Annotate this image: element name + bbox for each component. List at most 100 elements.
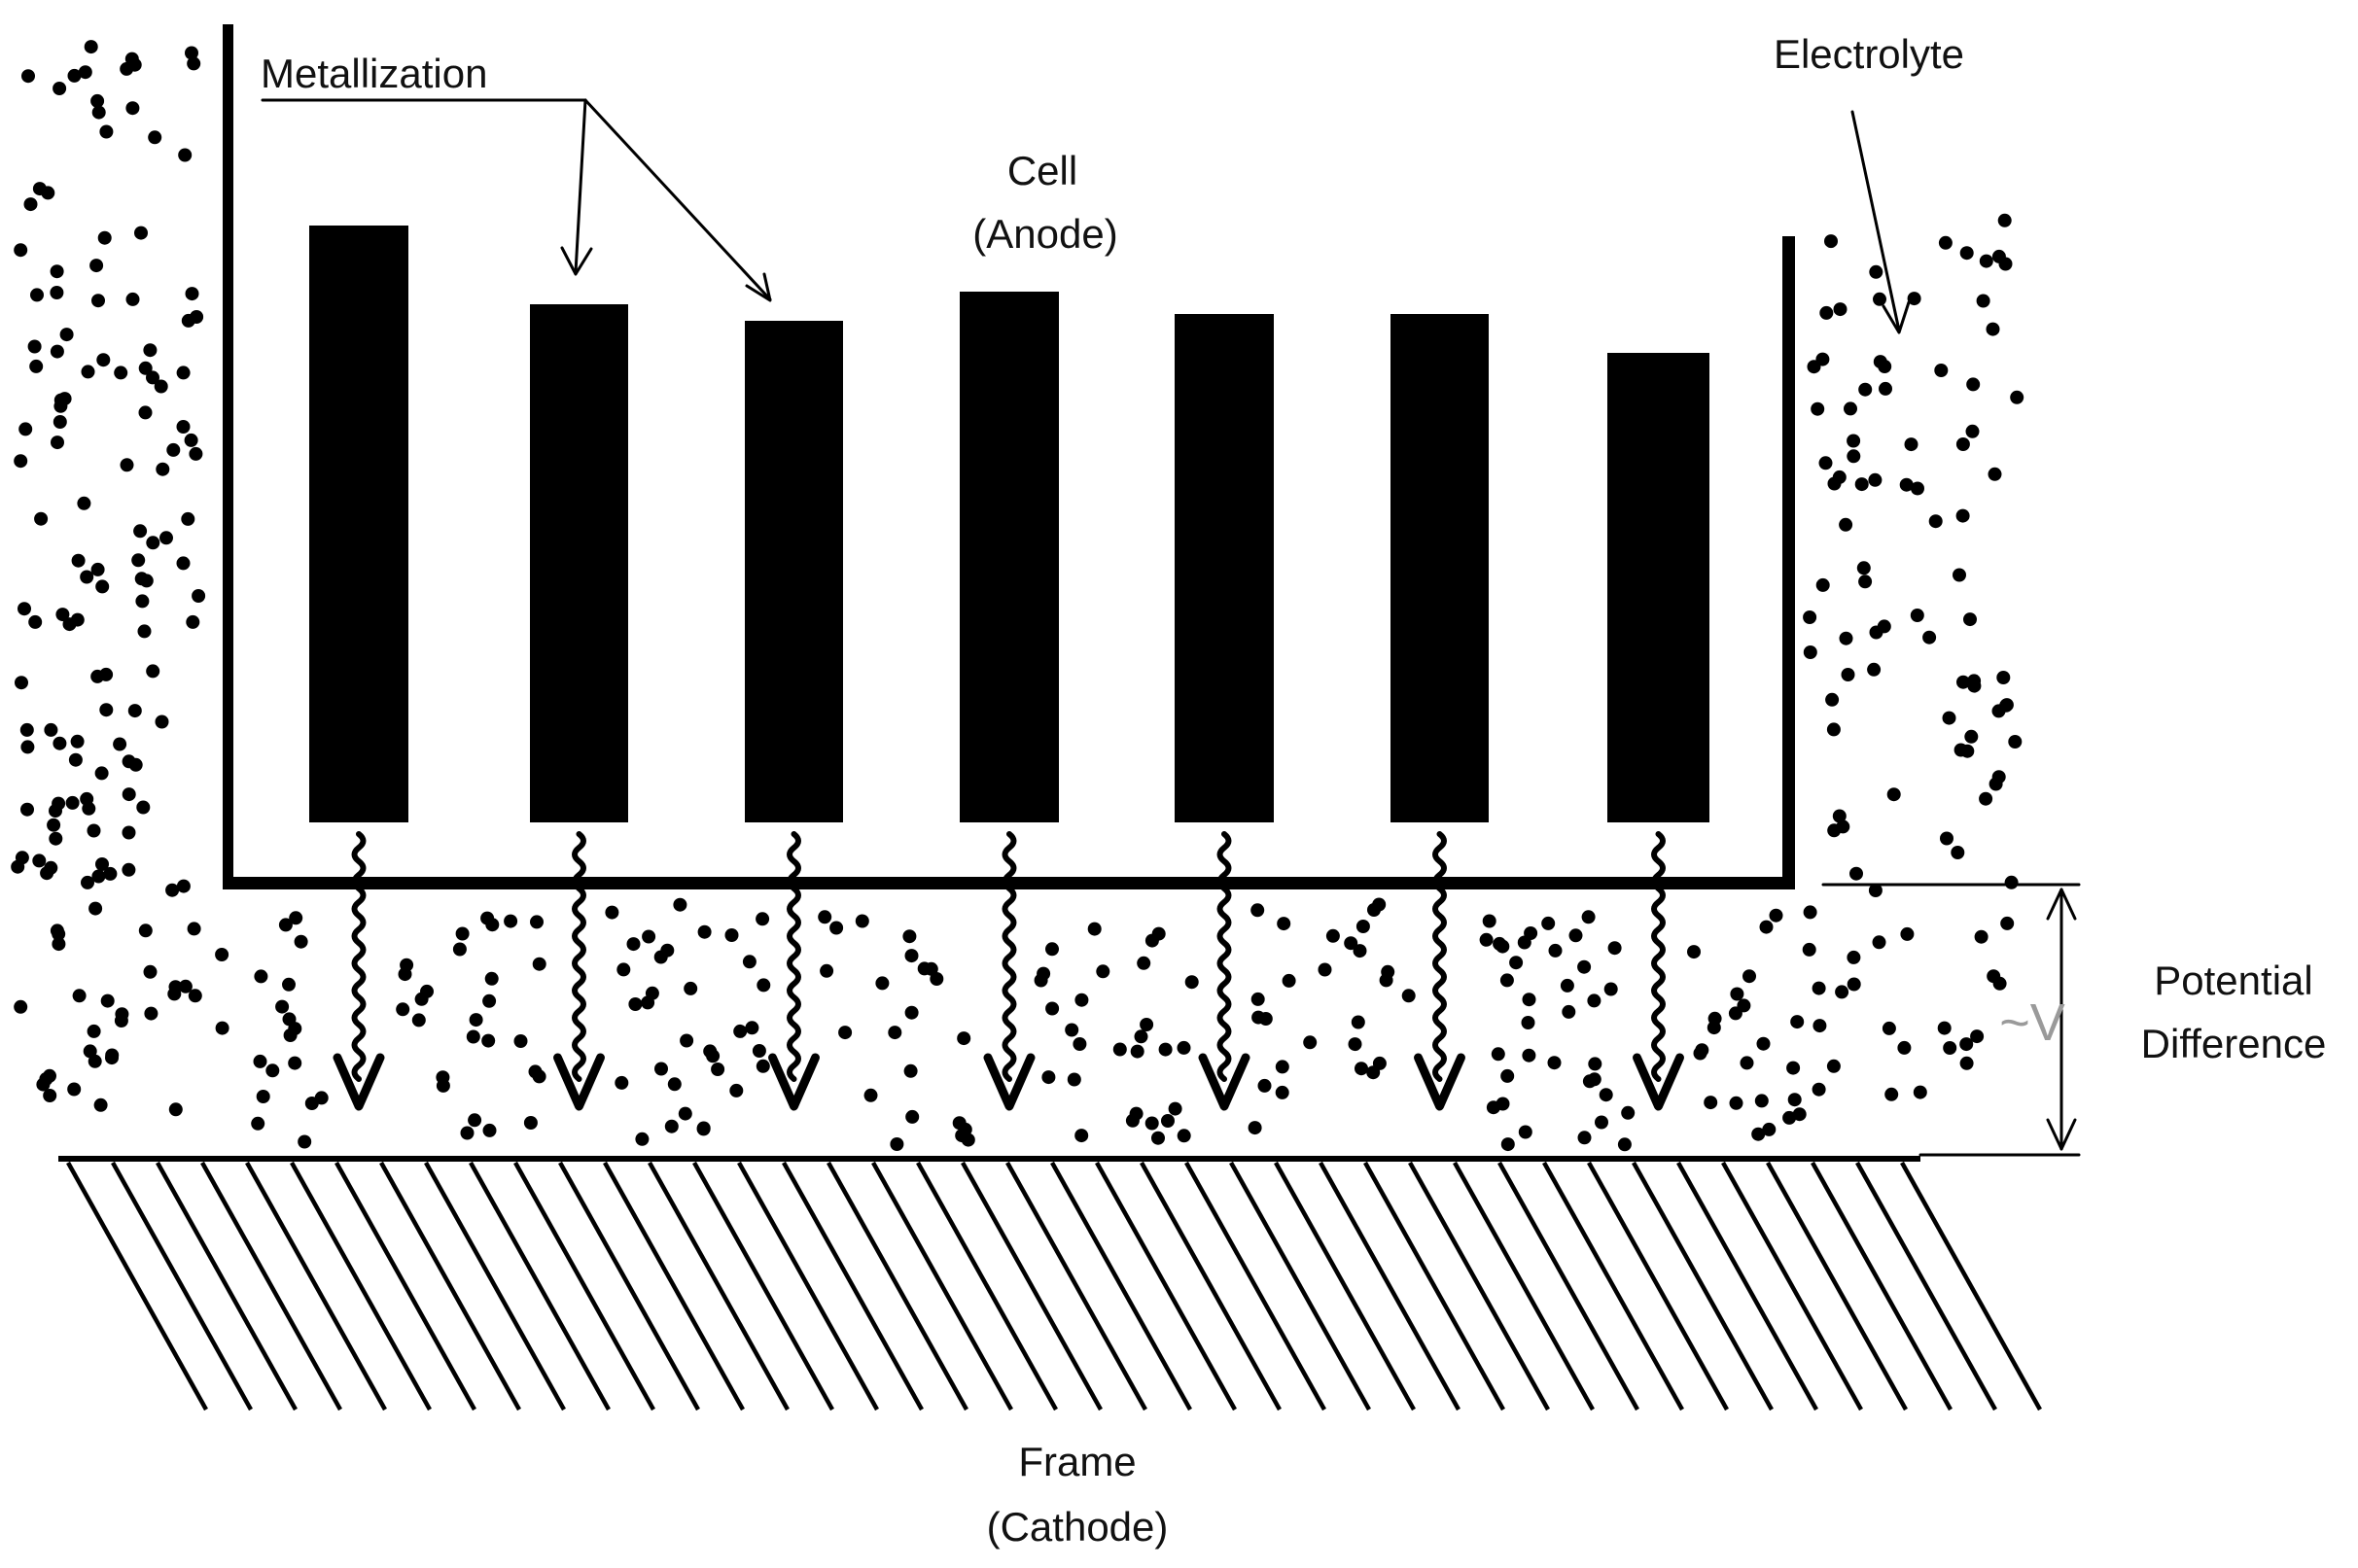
electrolyte-dot — [1807, 360, 1821, 374]
current-arrowhead-2 — [553, 1053, 605, 1111]
current-arrow-3 — [787, 831, 801, 1082]
electrolyte-dot — [167, 987, 182, 1001]
electrolyte-dot — [1839, 631, 1853, 645]
electrolyte-dot — [176, 879, 191, 893]
electrolyte-label: Electrolyte — [1774, 31, 1964, 77]
electrolyte-dot — [1754, 1094, 1769, 1108]
electrolyte-dot — [1087, 922, 1102, 936]
electrolyte-dot — [628, 997, 643, 1011]
electrolyte-dot — [1959, 1037, 1974, 1052]
hatch-line — [648, 1161, 790, 1411]
electrolyte-dot — [185, 46, 198, 60]
electrolyte-dot — [1974, 929, 1988, 944]
electrolyte-dot — [176, 366, 191, 380]
current-arrowhead-7 — [1633, 1053, 1684, 1111]
electrolyte-dot — [44, 722, 58, 737]
electrolyte-dot — [184, 433, 198, 447]
electrolyte-dot — [1493, 936, 1507, 951]
hatch-line — [782, 1161, 924, 1411]
electrolyte-dot — [1177, 1129, 1191, 1143]
electrolyte-dot — [660, 943, 675, 958]
electrolyte-dot — [635, 1132, 650, 1146]
electrolyte-dot — [904, 949, 919, 963]
electrolyte-dot — [1979, 791, 1993, 806]
electrolyte-dot — [1177, 1040, 1191, 1055]
electrolyte-pointer — [1850, 110, 1911, 334]
electrolyte-dot — [105, 1048, 120, 1063]
electrolyte-dot — [96, 353, 111, 367]
dimension-arrowhead-top — [2046, 888, 2077, 921]
electrolyte-dot — [1499, 973, 1514, 988]
electrolyte-dot — [20, 802, 34, 817]
electrolyte-dot — [275, 999, 290, 1014]
electrolyte-dot — [1959, 1056, 1974, 1070]
electrolyte-dot — [125, 101, 140, 116]
electrolyte-dot — [1568, 928, 1583, 943]
electrolyte-dot — [1940, 831, 1953, 846]
electrolyte-dot — [1826, 722, 1841, 737]
electrolyte-dot — [1999, 698, 2014, 713]
electrolyte-dot — [1151, 1131, 1165, 1145]
electrolyte-dot — [99, 667, 114, 681]
electrolyte-dot — [523, 1116, 538, 1130]
electrolyte-dot — [146, 664, 160, 679]
electrolyte-dot — [1938, 235, 1953, 250]
electrolyte-dot — [1129, 1106, 1144, 1121]
electrolyte-dot — [14, 999, 28, 1014]
electrolyte-dot — [1728, 1006, 1742, 1021]
electrolyte-dot — [288, 1056, 302, 1070]
pointer-arrow-2 — [583, 98, 772, 301]
electrolyte-dot — [1872, 935, 1886, 950]
electrolyte-dot — [154, 379, 168, 394]
electrolyte-dot — [756, 912, 770, 926]
electrolyte-dot — [77, 496, 91, 510]
electrolyte-dot — [95, 857, 109, 871]
hatch-line — [1497, 1161, 1639, 1411]
electrolyte-dot — [1907, 292, 1921, 306]
electrolyte-dot — [187, 56, 201, 71]
electrolyte-dot — [1839, 517, 1853, 532]
electrolyte-dot — [43, 1089, 57, 1102]
electrolyte-dot — [1348, 1037, 1362, 1052]
electrolyte-dot — [530, 915, 544, 929]
cathode-label: (Cathode) — [987, 1504, 1169, 1550]
electrolyte-dot — [757, 978, 771, 993]
electrolyte-dot — [1951, 846, 1965, 859]
hatch-line — [1453, 1161, 1595, 1411]
frame-hatching — [66, 1161, 2042, 1411]
electrolyte-dot — [91, 105, 106, 120]
electrolyte-dot — [67, 68, 82, 83]
electrolyte-dot — [1137, 956, 1151, 970]
electrolyte-dot — [1134, 1029, 1148, 1044]
electrolyte-dot — [81, 365, 95, 379]
electrolyte-dot — [1521, 1016, 1535, 1029]
electrolyte-dot — [88, 901, 103, 916]
electrolyte-dot — [711, 1063, 725, 1076]
hatch-line — [1274, 1161, 1416, 1411]
electrolyte-dot — [1367, 903, 1381, 917]
electrolyte-dot — [1112, 1042, 1127, 1057]
electrolyte-dot — [1976, 294, 1990, 308]
electrolyte-dot — [1496, 1097, 1510, 1111]
electrolyte-dot — [1518, 1125, 1532, 1139]
electrolyte-dot — [127, 704, 142, 718]
hatch-line — [1900, 1161, 2042, 1411]
electrolyte-dot — [460, 1126, 475, 1140]
electrolyte-dot — [961, 1132, 975, 1147]
electrolyte-dot — [1988, 467, 2002, 481]
electrolyte-dot — [136, 800, 151, 815]
electrolyte-dot — [1833, 302, 1848, 317]
electrolyte-dot — [146, 370, 159, 385]
electrolyte-dot — [1707, 1021, 1721, 1035]
electrolyte-dot — [615, 1075, 629, 1090]
electrolyte-dot — [90, 562, 105, 576]
electrolyte-dot — [1803, 610, 1817, 624]
electrolyte-dot — [1355, 1062, 1368, 1076]
electrolyte-dot — [1756, 1036, 1771, 1051]
electrolyte-dot — [83, 1044, 97, 1059]
electrolyte-dot — [1318, 962, 1332, 977]
electrolyte-dot — [1729, 1096, 1743, 1110]
electrolyte-dot — [134, 226, 148, 240]
electrolyte-dot — [254, 969, 268, 984]
electrolyte-dot — [1577, 1131, 1592, 1145]
